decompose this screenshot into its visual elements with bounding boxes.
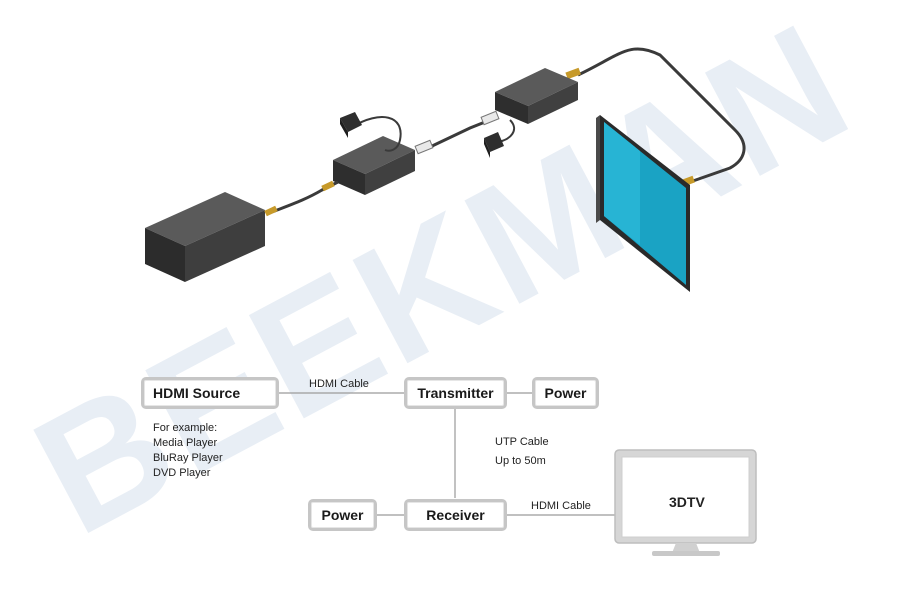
source-example-item: Media Player	[153, 437, 218, 449]
edge-label-hdmi-cable-tv: HDMI Cable	[531, 500, 591, 512]
node-power-receiver: Power	[308, 499, 377, 531]
node-hdmi-source: HDMI Source	[141, 377, 279, 409]
rj45-plug-icon	[414, 139, 434, 155]
node-power-transmitter: Power	[532, 377, 599, 409]
node-transmitter: Transmitter	[404, 377, 507, 409]
source-example-item: DVD Player	[153, 467, 211, 479]
rj45-plug-icon	[480, 110, 500, 126]
hdmi-plug-icon	[264, 205, 278, 217]
hdmi-plug-icon	[321, 180, 335, 192]
hdmi-cable-from-source	[271, 180, 339, 214]
hdmi-source-device-icon	[145, 192, 265, 282]
hdmi-plug-icon	[565, 67, 581, 80]
edge-label-hdmi-cable-source: HDMI Cable	[309, 378, 369, 390]
edge-label-utp-distance: Up to 50m	[495, 455, 546, 467]
edge-label-utp-cable: UTP Cable	[495, 436, 549, 448]
transmitter-device-icon	[333, 136, 415, 195]
receiver-device-icon	[495, 68, 578, 124]
power-adapter-icon	[340, 112, 402, 152]
source-example-item: BluRay Player	[153, 452, 223, 464]
power-adapter-icon	[484, 119, 516, 158]
tv-icon	[614, 449, 757, 556]
monitor-icon	[596, 115, 690, 292]
node-3dtv-label: 3DTV	[669, 494, 705, 510]
source-examples-heading: For example:	[153, 422, 218, 434]
hdmi-cable-to-tv	[577, 47, 746, 184]
source-examples: For example: Media Player BluRay Player …	[153, 421, 223, 481]
node-receiver: Receiver	[404, 499, 507, 531]
